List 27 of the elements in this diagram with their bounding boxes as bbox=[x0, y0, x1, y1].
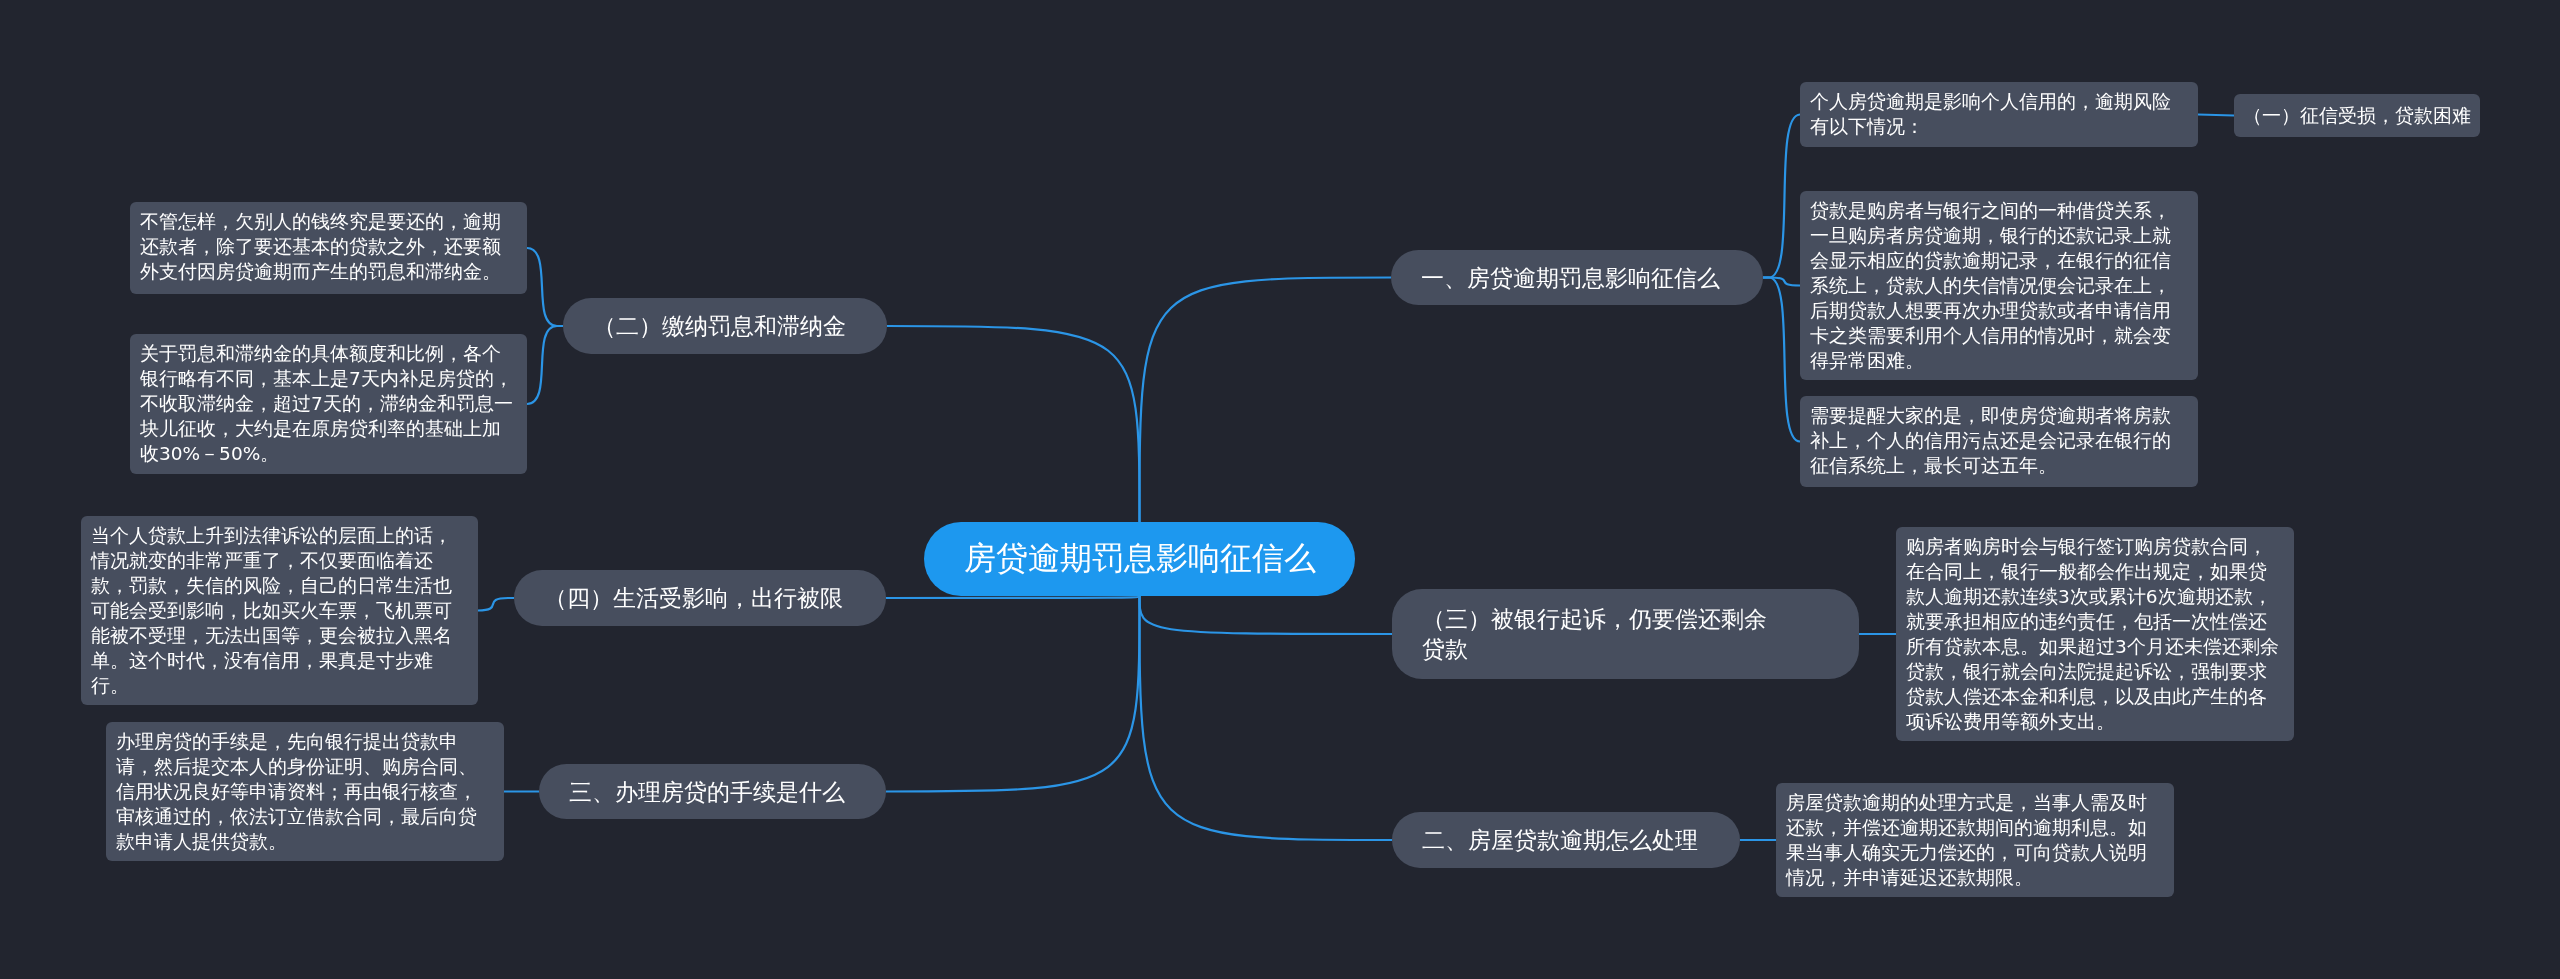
connector-line bbox=[886, 594, 1140, 600]
note-box: 贷款是购房者与银行之间的一种借贷关系，一旦购房者房贷逾期，银行的还款记录上就会显示相应的贷款逾期记录，在银行的征信系统上，贷款人的失信情况便会记录在上，后期贷款人想要再次办理贷款或者申请信用卡之类需要利用个人信用的情况时，就会变得异常困难。 bbox=[1800, 191, 2198, 380]
connector-line bbox=[2197, 113, 2235, 117]
note-box: 不管怎样，欠别人的钱终究是要还的，逾期还款者，除了要还基本的贷款之外，还要额外支付因房贷逾期而产生的罚息和滞纳金。 bbox=[130, 202, 527, 294]
note-box: 关于罚息和滞纳金的具体额度和比例，各个银行略有不同，基本上是7天内补足房贷的，不收取滞纳金，超过7天的，滞纳金和罚息一块儿征收，大约是在原房贷利率的基础上加收30%－50%。 bbox=[130, 334, 527, 474]
connector-line bbox=[526, 324, 563, 406]
connector-line bbox=[1763, 276, 1801, 443]
note-box: 个人房贷逾期是影响个人信用的，逾期风险有以下情况： bbox=[1800, 82, 2198, 147]
topic-box: （三）被银行起诉，仍要偿还剩余贷款 bbox=[1392, 589, 1859, 679]
central-topic: 房贷逾期罚息影响征信么 bbox=[924, 522, 1355, 596]
connector-line bbox=[1859, 632, 1896, 636]
note-box: 办理房贷的手续是，先向银行提出贷款申请，然后提交本人的身份证明、购房合同、信用状况良好等申请资料；再由银行核查，审核通过的，依法订立借款合同，最后向贷款申请人提供贷款。 bbox=[106, 722, 504, 861]
connector-line bbox=[504, 790, 539, 793]
connector-line bbox=[886, 596, 1141, 793]
note-box: 购房者购房时会与银行签订购房贷款合同，在合同上，银行一般都会作出规定，如果贷款人逾期还款连续3次或累计6次逾期还款，就要承担相应的违约责任，包括一次性偿还所有贷款本息。如果超过3个月还未偿还剩余贷款，银行就会向法院提起诉讼，强制要求贷款人偿还本金和利息，以及由此产生的各项诉讼费用等额外支出。 bbox=[1896, 527, 2294, 741]
subtopic-box: （一）征信受损，贷款困难 bbox=[2234, 94, 2480, 137]
topic-box: （二）缴纳罚息和滞纳金 bbox=[563, 298, 887, 354]
connector-line bbox=[477, 596, 514, 612]
note-box: 房屋贷款逾期的处理方式是，当事人需及时还款，并偿还逾期还款期间的逾期利息。如果当事人确实无力偿还的，可向贷款人说明情况，并申请延迟还款期限。 bbox=[1776, 783, 2174, 897]
connector-line bbox=[1740, 838, 1776, 842]
topic-box: 三、办理房贷的手续是什么 bbox=[539, 764, 886, 819]
topic-box: 二、房屋贷款逾期怎么处理 bbox=[1392, 812, 1740, 868]
connector-line bbox=[887, 324, 1141, 522]
topic-box: （四）生活受影响，出行被限 bbox=[514, 570, 886, 626]
note-box: 需要提醒大家的是，即使房贷逾期者将房款补上，个人的信用污点还是会记录在银行的征信系统上，最长可达五年。 bbox=[1800, 396, 2198, 487]
topic-box: 一、房贷逾期罚息影响征信么 bbox=[1391, 250, 1763, 305]
note-box: 当个人贷款上升到法律诉讼的层面上的话，情况就变的非常严重了，不仅要面临着还款，罚款，失信的风险，自己的日常生活也可能会受到影响，比如买火车票，飞机票可能被不受理，无法出国等，更会被拉入黑名单。这个时代，没有信用，果真是寸步难行。 bbox=[81, 516, 478, 705]
